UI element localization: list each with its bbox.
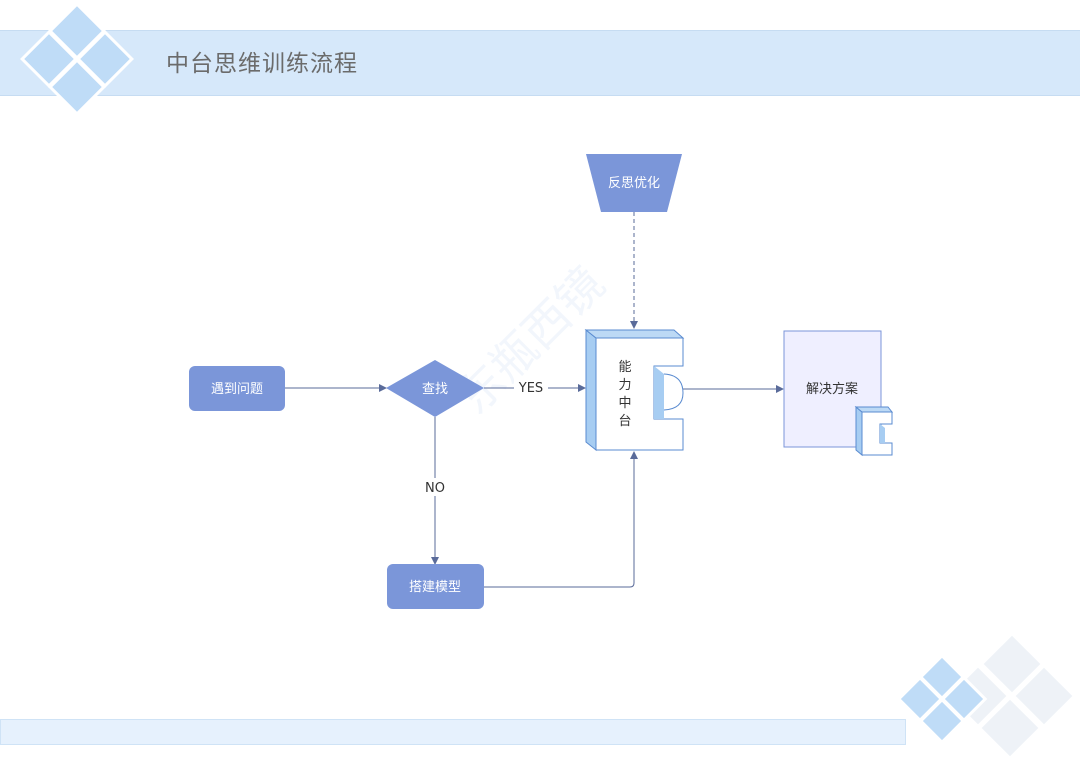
edge-label-yes-bg bbox=[514, 378, 548, 396]
node-reflect-label: 反思优化 bbox=[608, 176, 660, 191]
footer-band bbox=[0, 719, 906, 745]
node-platform-label-1: 能 bbox=[618, 360, 631, 375]
edge-build-to-platform bbox=[484, 451, 638, 588]
header-logo-diamonds bbox=[20, 2, 134, 116]
node-platform-label-3: 中 bbox=[618, 396, 631, 411]
edge-label-yes: YES bbox=[518, 381, 543, 396]
node-problem-label: 遇到问题 bbox=[211, 382, 263, 397]
node-build[interactable]: 搭建模型 bbox=[387, 564, 484, 609]
edge-label-no: NO bbox=[425, 481, 445, 496]
node-platform-label-2: 力 bbox=[618, 378, 631, 393]
solution-block-icon bbox=[854, 405, 894, 457]
node-reflect[interactable]: 反思优化 bbox=[586, 154, 682, 212]
node-solution-label: 解决方案 bbox=[806, 381, 858, 397]
node-build-label: 搭建模型 bbox=[409, 579, 461, 595]
node-platform-label-4: 台 bbox=[618, 414, 631, 429]
header-band bbox=[0, 30, 1080, 96]
node-solution[interactable]: 解决方案 bbox=[783, 330, 894, 457]
page-title: 中台思维训练流程 bbox=[166, 51, 358, 77]
node-search[interactable]: 查找 bbox=[386, 360, 484, 417]
edge-label-no-bg bbox=[422, 478, 448, 496]
node-platform[interactable]: 能 力 中 台 bbox=[584, 328, 685, 452]
node-search-label: 查找 bbox=[422, 382, 448, 397]
node-problem[interactable]: 遇到问题 bbox=[189, 366, 285, 411]
footer-logo-diamonds bbox=[896, 635, 1073, 757]
